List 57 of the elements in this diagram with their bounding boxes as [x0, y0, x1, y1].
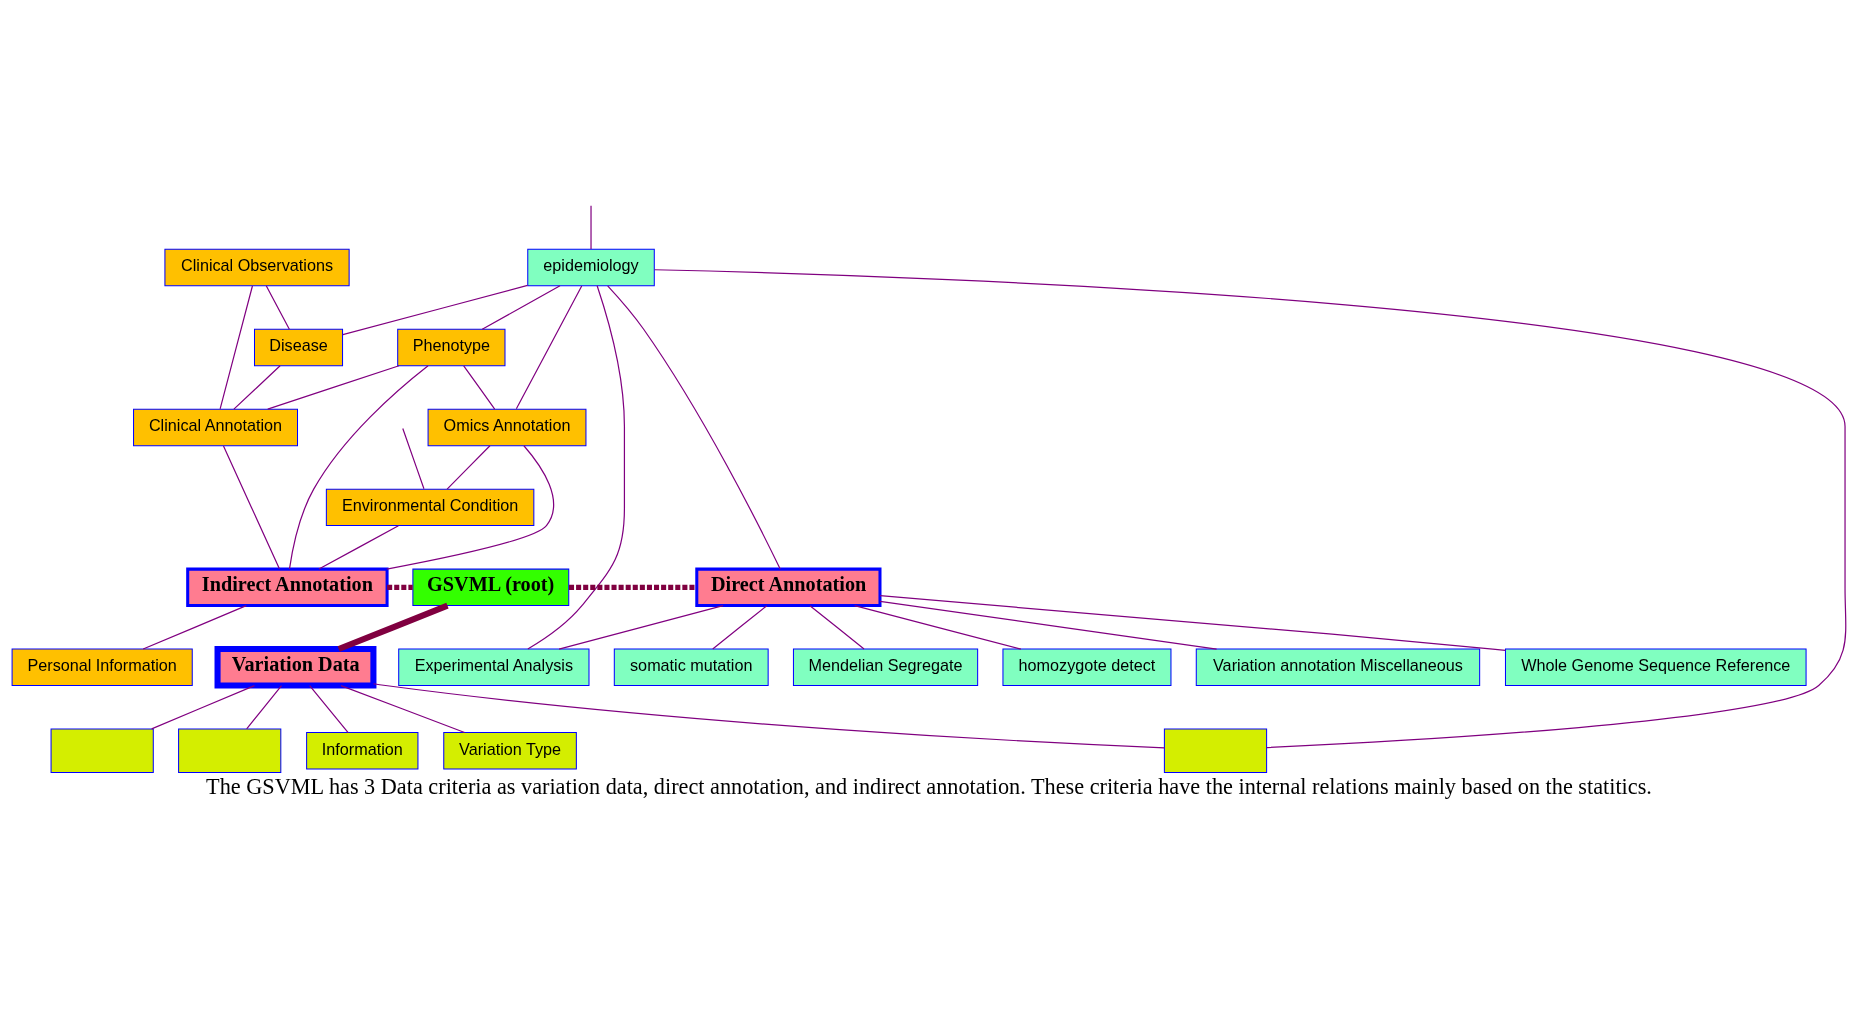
connector [809, 605, 865, 650]
connector [340, 685, 466, 734]
connector [288, 365, 429, 570]
connector [446, 445, 491, 490]
connector [318, 525, 400, 570]
connector [267, 365, 400, 410]
connector [515, 285, 583, 410]
connector [481, 285, 561, 330]
connector [246, 685, 283, 730]
connector [854, 605, 1022, 650]
connector [527, 285, 626, 650]
node-box: Environmental Condition [325, 488, 535, 527]
node-box [178, 728, 282, 774]
node-box: Variation Data [214, 646, 377, 689]
node-box: GSVML (root) [412, 568, 570, 607]
connector [463, 365, 496, 410]
connector [222, 445, 280, 570]
connector [590, 205, 592, 250]
node-box: Experimental Analysis [398, 648, 590, 687]
connector [233, 365, 281, 410]
node-box: Clinical Annotation [133, 408, 298, 447]
connector [387, 584, 413, 590]
connector [402, 427, 425, 490]
connector [265, 285, 290, 330]
caption: The GSVML has 3 Data criteria as variation data, direct annotation, and indirect annotation. These criteria have the internal relations mainly based on the statitics. [206, 774, 1652, 800]
node-box: somatic mutation [613, 648, 769, 687]
node-box: Whole Genome Sequence Reference [1504, 648, 1807, 687]
connector [309, 685, 349, 734]
node-box: Information [306, 732, 419, 770]
connector [372, 683, 1165, 749]
node-box: homozygote detect [1002, 648, 1172, 687]
connector [386, 445, 555, 570]
node-box: Personal Information [11, 648, 193, 687]
connector [653, 269, 1847, 749]
connector [712, 605, 768, 650]
connector [342, 284, 529, 336]
node-box: epidemiology [527, 248, 655, 287]
connector [879, 600, 1218, 650]
node-box: Clinical Observations [164, 248, 350, 287]
node-box: Disease [254, 328, 344, 367]
node-box: Mendelian Segregate [792, 648, 979, 687]
node-box: Phenotype [397, 328, 506, 367]
connector [607, 285, 781, 570]
node-box [1163, 728, 1268, 774]
node-box: Variation annotation Miscellaneous [1195, 648, 1481, 687]
node-box: Omics Annotation [427, 408, 587, 447]
node-box [50, 728, 154, 774]
connector [558, 605, 724, 650]
connector [569, 584, 697, 590]
connector [337, 602, 449, 652]
connector [879, 595, 1506, 651]
connector [142, 605, 247, 650]
node-box: Direct Annotation [695, 567, 882, 608]
connector [219, 285, 254, 410]
node-box: Variation Type [443, 732, 577, 770]
node-box: Indirect Annotation [186, 567, 389, 608]
connector [151, 685, 256, 730]
